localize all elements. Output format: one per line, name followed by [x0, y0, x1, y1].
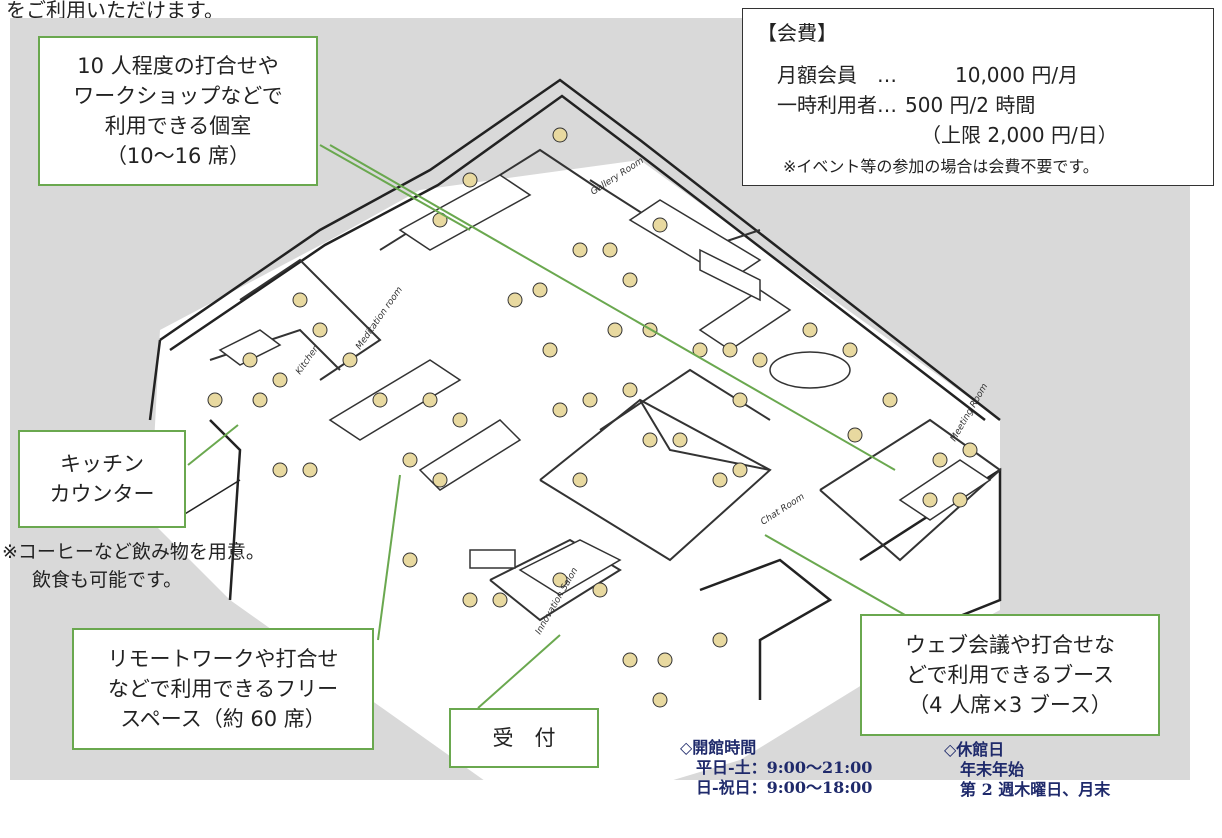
leader-lines [187, 144, 906, 709]
opening-hours-title: ◇開館時間 [680, 738, 757, 757]
callout-free-space-line1: リモートワークや打合せ [107, 647, 339, 671]
fee-note: ※イベント等の参加の場合は会費不要です。 [783, 157, 1099, 176]
callout-kitchen-line1: キッチン [60, 452, 144, 476]
fee-temp-cap: （上限 2,000 円/日） [921, 123, 1118, 147]
leader-private-room [319, 144, 471, 231]
leader-booth [764, 534, 906, 616]
fee-box: 【会費】 月額会員 … 10,000 円/月 一時利用者… 500 円/2 時間… [742, 8, 1214, 186]
closed-days-line2: 第 2 週木曜日、月末 [960, 780, 1111, 799]
opening-hours-holiday: 日-祝日：9:00～18:00 [696, 778, 873, 797]
callout-kitchen: キッチン カウンター [18, 430, 186, 528]
callout-free-space: リモートワークや打合せ などで利用できるフリー スペース（約 60 席） [72, 628, 374, 750]
callout-kitchen-line2: カウンター [49, 482, 155, 506]
callout-private-room-line1: 10 人程度の打合せや [77, 54, 279, 78]
callout-free-space-line3: スペース（約 60 席） [120, 707, 326, 731]
callout-private-room-line2: ワークショップなどで [73, 84, 283, 108]
people-figures [207, 127, 978, 708]
fee-temp-value: 500 円/2 時間 [905, 93, 1036, 117]
leader-kitchen [187, 424, 239, 466]
callout-private-room: 10 人程度の打合せや ワークショップなどで 利用できる個室 （10～16 席） [38, 36, 318, 186]
leader-free-space [377, 474, 401, 641]
callout-reception: 受 付 [449, 708, 599, 768]
closed-days-title: ◇休館日 [944, 740, 1005, 759]
callout-booth-line1: ウェブ会議や打合せな [905, 633, 1115, 657]
callout-booth: ウェブ会議や打合せな どで利用できるブース （4 人席×3 ブース） [860, 614, 1160, 736]
callout-booth-line3: （4 人席×3 ブース） [908, 693, 1112, 717]
callout-reception-label: 受 付 [492, 726, 556, 750]
opening-hours-weekday: 平日-土：9:00～21:00 [696, 758, 873, 777]
callout-booth-line2: どで利用できるブース [905, 663, 1115, 687]
fee-title: 【会費】 [757, 21, 837, 45]
fee-temp-label: 一時利用者… [777, 93, 897, 117]
closed-days-line1: 年末年始 [960, 760, 1025, 779]
fee-monthly-label: 月額会員 … [777, 63, 897, 87]
opening-hours: ◇開館時間 平日-土：9:00～21:00 日-祝日：9:00～18:00 [680, 738, 872, 798]
callout-free-space-line2: などで利用できるフリー [107, 677, 339, 701]
header-fragment: をご利用いただけます。 [6, 0, 224, 22]
fee-monthly-value: 10,000 円/月 [955, 63, 1079, 87]
kitchen-note-line2: 飲食も可能です。 [32, 569, 183, 591]
kitchen-note-line1: ※コーヒーなど飲み物を用意。 [2, 541, 265, 563]
leader-reception [477, 634, 561, 709]
kitchen-note: ※コーヒーなど飲み物を用意。 飲食も可能です。 [2, 538, 265, 594]
callout-private-room-line3: 利用できる個室 [104, 114, 252, 138]
closed-days: ◇休館日 年末年始 第 2 週木曜日、月末 [944, 740, 1110, 800]
callout-private-room-line4: （10～16 席） [105, 144, 251, 168]
leader-private-room-2 [329, 144, 896, 471]
